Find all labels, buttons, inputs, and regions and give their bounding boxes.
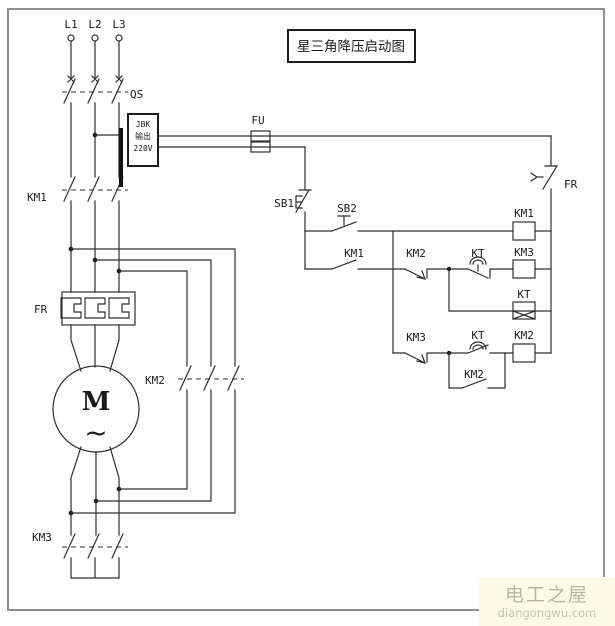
jbk-label-line3: 220V bbox=[133, 144, 152, 153]
sb1-stop-button: SB1 bbox=[274, 146, 312, 270]
km2-coil-icon bbox=[512, 343, 536, 363]
km3-main-label: KM3 bbox=[32, 531, 52, 544]
motor-ac-wave-icon: ~ bbox=[84, 416, 107, 449]
title-box: 星三角降压启动图 bbox=[287, 29, 416, 63]
fuse-2-icon bbox=[250, 141, 271, 153]
kt-coil-branch: KT bbox=[446, 266, 552, 320]
kt-no-contact-blade bbox=[467, 344, 489, 354]
diagram-title: 星三角降压启动图 bbox=[297, 39, 405, 55]
rung3-km2-coil: KM3 KT KM2 KM2 bbox=[392, 329, 552, 389]
km3-nc-label: KM3 bbox=[406, 331, 426, 344]
fu-label: FU bbox=[251, 114, 264, 127]
control-circuit: JBK 输出 220V FU FR SB1 SB2 bbox=[92, 113, 578, 389]
power-circuit: L1 L2 L3 QS KM1 bbox=[27, 18, 244, 579]
km2-nc-contact-blade bbox=[404, 268, 428, 280]
heater-element-1-icon bbox=[60, 297, 82, 319]
rung1-km1-coil: SB2 KM1 bbox=[304, 202, 552, 354]
phase-terminals: L1 L2 L3 bbox=[64, 18, 126, 80]
qs-switch-symbol: QS bbox=[62, 75, 143, 178]
watermark-site-name: 电工之屋 bbox=[505, 584, 589, 606]
rung2-km3-coil: KM1 KM2 KT KM3 bbox=[304, 246, 552, 280]
fuse-1-icon bbox=[250, 130, 271, 142]
km1-aux-label: KM1 bbox=[344, 247, 364, 260]
fr-heater-label: FR bbox=[34, 303, 48, 316]
jbk-transformer: JBK 输出 220V bbox=[92, 113, 159, 187]
l1-terminal-icon bbox=[67, 34, 75, 42]
km3-star-contacts: KM3 bbox=[32, 531, 128, 579]
phase-l2-label: L2 bbox=[88, 18, 101, 31]
l2-terminal-icon bbox=[91, 34, 99, 42]
sb2-actuator-icon bbox=[337, 215, 351, 226]
km2-aux-contact-blade bbox=[461, 378, 487, 389]
kt-nc-contact-blade bbox=[467, 268, 491, 279]
motor-symbol: M ~ bbox=[52, 324, 140, 536]
km2-aux-label: KM2 bbox=[464, 368, 484, 381]
fr-contact-label: FR bbox=[564, 178, 578, 191]
motor-letter: M bbox=[82, 387, 111, 417]
watermark: 电工之屋 diangongwu.com bbox=[479, 577, 615, 626]
fr-thermal-relay-heater: FR bbox=[34, 291, 136, 326]
sb2-label: SB2 bbox=[337, 202, 357, 215]
watermark-site-url: diangongwu.com bbox=[498, 606, 597, 620]
km1-coil-icon bbox=[512, 221, 536, 241]
fr-overload-contact: FR bbox=[530, 135, 578, 354]
kt-nc-label: KT bbox=[471, 247, 485, 260]
kt-no-delay-icon bbox=[469, 341, 487, 350]
title-box-border bbox=[287, 29, 416, 63]
jbk-box-border bbox=[127, 113, 159, 167]
jbk-label-line2: 输出 bbox=[135, 131, 151, 141]
km2-delta-contacts: KM2 bbox=[70, 365, 244, 514]
fr-actuator-icon bbox=[530, 172, 544, 182]
kt-no-label: KT bbox=[471, 329, 485, 342]
sb1-label: SB1 bbox=[274, 197, 294, 210]
delta-tap-wires bbox=[68, 246, 236, 367]
kt-nc-delay-icon bbox=[469, 256, 487, 272]
km1-coil-label: KM1 bbox=[514, 207, 534, 220]
km1-aux-contact-blade bbox=[331, 259, 357, 270]
l3-terminal-icon bbox=[115, 34, 123, 42]
km3-coil-label: KM3 bbox=[514, 246, 534, 259]
fu-fuses: FU bbox=[157, 114, 552, 153]
kt-coil-label: KT bbox=[517, 288, 531, 301]
phase-l1-label: L1 bbox=[64, 18, 77, 31]
sb1-actuator-icon bbox=[295, 195, 303, 209]
km2-nc-label: KM2 bbox=[406, 247, 426, 260]
km2-main-label: KM2 bbox=[145, 374, 165, 387]
sb2-contact-blade bbox=[331, 221, 357, 232]
watermark-background bbox=[479, 577, 615, 626]
km1-main-label: KM1 bbox=[27, 191, 47, 204]
diagram-border-frame bbox=[7, 8, 605, 611]
km3-nc-contact-blade bbox=[404, 352, 428, 364]
km2-coil-label: KM2 bbox=[514, 329, 534, 342]
heater-element-3-icon bbox=[108, 297, 130, 319]
jbk-label-line1: JBK bbox=[136, 120, 151, 129]
phase-l3-label: L3 bbox=[112, 18, 125, 31]
km3-coil-icon bbox=[512, 259, 536, 279]
km1-main-contacts: KM1 bbox=[27, 176, 128, 293]
heater-element-2-icon bbox=[84, 297, 106, 319]
qs-label: QS bbox=[130, 88, 143, 101]
